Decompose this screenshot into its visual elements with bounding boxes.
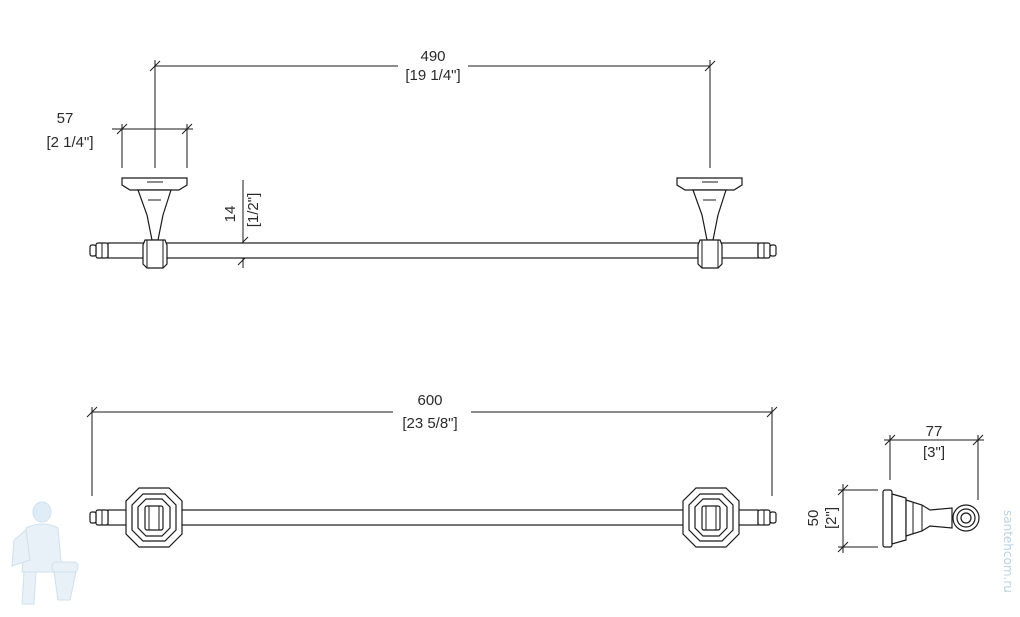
plumber-mascot-icon [11,501,79,605]
bracket-left-top [121,177,188,269]
bracket-side-profile [882,489,980,548]
dim-projection-mm: 77 [926,423,943,440]
dim-bar-diameter-mm: 14 [222,206,239,223]
towel-bar-front [89,509,777,526]
top-view: 490 [19 1/4"] 57 [2 1/4"] 14 [1/2"] [46,42,777,269]
dim-plate-height-mm: 50 [805,510,822,527]
wall-plate-right [682,487,740,548]
dim-mount-width [112,123,193,168]
dim-mount-width-in: [2 1/4"] [46,134,93,151]
dim-overall-length-mm: 600 [417,392,442,409]
dim-projection [884,434,984,500]
dim-projection-in: [3"] [923,444,945,461]
dim-plate-height [837,484,878,553]
towel-bar-top [89,242,777,259]
dim-plate-height-in: [2"] [823,507,840,529]
dim-bar-diameter-in: [1/2"] [245,193,262,228]
dim-top-span-mm: 490 [420,48,445,65]
bracket-right-top [676,177,743,269]
dim-overall-length-in: [23 5/8"] [402,415,457,432]
dim-top-span-in: [19 1/4"] [405,67,460,84]
wall-plate-left [125,487,183,548]
dim-mount-width-mm: 57 [57,110,74,127]
watermark-site-text: santehcom.ru [1001,510,1015,593]
side-view: 77 [3"] 50 [2"] [805,423,984,553]
front-view: 600 [23 5/8"] [86,388,778,548]
